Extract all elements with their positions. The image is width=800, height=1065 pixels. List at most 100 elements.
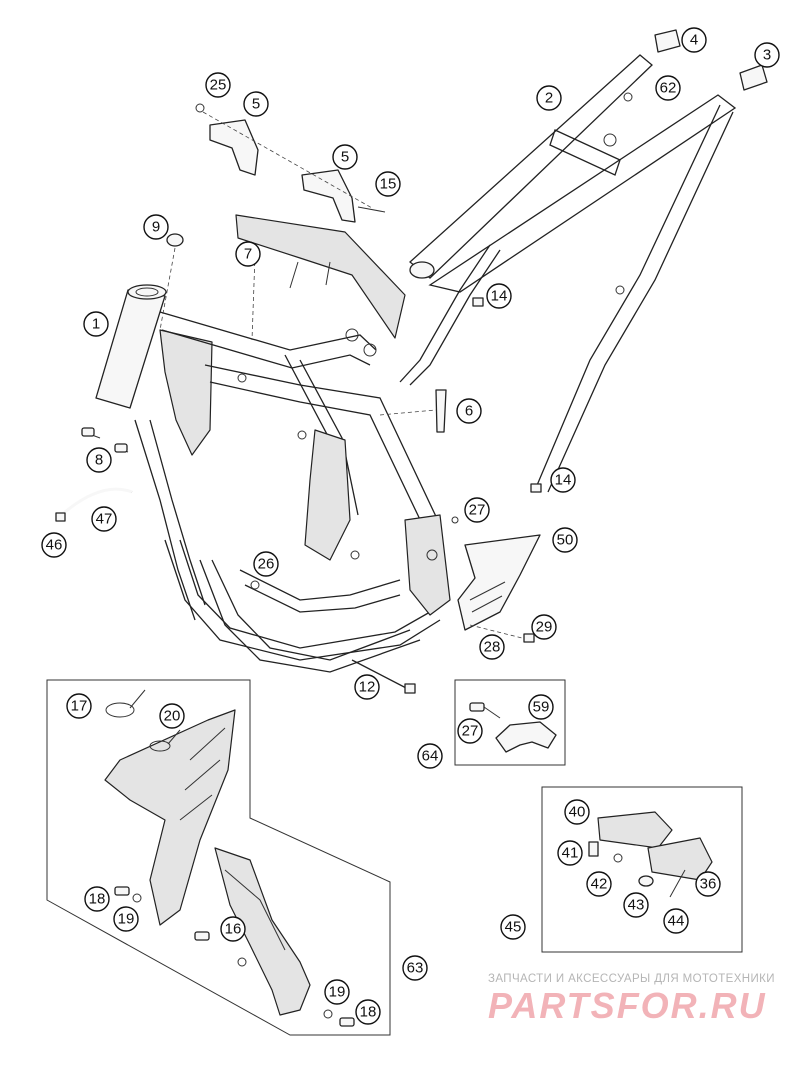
callout-47: 47 — [91, 506, 117, 532]
callout-label: 6 — [465, 403, 473, 420]
callout-1: 1 — [83, 311, 109, 337]
callout-label: 12 — [359, 679, 376, 696]
frame-protector-7 — [235, 214, 406, 339]
callout-20: 20 — [159, 703, 185, 729]
callout-40: 40 — [564, 799, 590, 825]
callout-8: 8 — [86, 447, 112, 473]
group-box-64 — [454, 679, 566, 766]
group-box-63 — [46, 679, 391, 1036]
main-frame — [95, 284, 451, 673]
callout-18a: 18 — [84, 886, 110, 912]
subframe-mount — [409, 261, 435, 279]
right-pivot-plate — [404, 514, 451, 616]
frame-gusset — [159, 329, 213, 456]
callout-7: 7 — [235, 241, 261, 267]
callout-label: 28 — [484, 639, 501, 656]
callout-3: 3 — [754, 42, 780, 68]
callout-14a: 14 — [486, 283, 512, 309]
callout-62: 62 — [655, 75, 681, 101]
callout-label: 47 — [96, 511, 113, 528]
callout-label: 64 — [422, 748, 439, 765]
callout-label: 7 — [244, 246, 252, 263]
callout-6: 6 — [456, 398, 482, 424]
callout-59: 59 — [528, 694, 554, 720]
callout-44: 44 — [663, 908, 689, 934]
callout-label: 40 — [569, 804, 586, 821]
callout-9: 9 — [143, 214, 169, 240]
callout-label: 18 — [89, 891, 106, 908]
callout-27a: 27 — [464, 497, 490, 523]
callout-17: 17 — [66, 693, 92, 719]
callout-label: 19 — [329, 984, 346, 1001]
callout-4: 4 — [681, 27, 707, 53]
callout-12: 12 — [354, 674, 380, 700]
callout-label: 3 — [763, 47, 771, 64]
callout-19a: 19 — [113, 906, 139, 932]
frame-guard-left — [104, 709, 236, 926]
callout-label: 16 — [225, 921, 242, 938]
callout-label: 20 — [164, 708, 181, 725]
callout-41: 41 — [557, 840, 583, 866]
bolt-14b — [530, 483, 542, 493]
bolt-12 — [404, 683, 416, 694]
callout-29: 29 — [531, 614, 557, 640]
guide-59 — [495, 721, 557, 753]
callout-label: 5 — [252, 96, 260, 113]
callout-label: 2 — [545, 90, 553, 107]
callout-label: 9 — [152, 219, 160, 236]
watermark-tagline: ЗАПЧАСТИ И АКСЕССУАРЫ ДЛЯ МОТОТЕХНИКИ — [488, 973, 775, 985]
callout-16: 16 — [220, 916, 246, 942]
callout-label: 46 — [46, 537, 63, 554]
callout-label: 4 — [690, 32, 698, 49]
callout-5b: 5 — [332, 144, 358, 170]
callout-label: 26 — [258, 556, 275, 573]
group-box-45 — [541, 786, 743, 953]
callout-label: 18 — [360, 1004, 377, 1021]
engine-mount-brackets — [195, 103, 386, 223]
callout-27b: 27 — [457, 718, 483, 744]
callout-label: 36 — [700, 876, 717, 893]
callout-label: 44 — [668, 913, 685, 930]
watermark-logo: PARTSFOR.RU — [488, 985, 767, 1026]
bolt-14a — [472, 297, 484, 307]
callout-label: 41 — [562, 845, 579, 862]
end-cap-4 — [654, 29, 681, 53]
callout-label: 27 — [462, 723, 479, 740]
callout-26: 26 — [253, 551, 279, 577]
callout-label: 25 — [210, 77, 227, 94]
callout-19b: 19 — [324, 979, 350, 1005]
callout-2: 2 — [536, 85, 562, 111]
callout-43: 43 — [623, 892, 649, 918]
callout-label: 14 — [491, 288, 508, 305]
callout-label: 59 — [533, 699, 550, 716]
callout-63: 63 — [402, 955, 428, 981]
callout-5a: 5 — [243, 91, 269, 117]
footrest-bracket-50 — [457, 534, 541, 631]
callout-label: 45 — [505, 919, 522, 936]
callout-14b: 14 — [550, 467, 576, 493]
callout-50: 50 — [552, 527, 578, 553]
callout-label: 43 — [628, 897, 645, 914]
callout-28: 28 — [479, 634, 505, 660]
left-pivot-plate — [304, 429, 351, 561]
callout-label: 63 — [407, 960, 424, 977]
callout-label: 29 — [536, 619, 553, 636]
rear-subframe — [399, 54, 737, 493]
callout-15: 15 — [375, 171, 401, 197]
plug-9 — [166, 233, 184, 247]
footpeg-40 — [597, 811, 673, 849]
callout-36: 36 — [695, 871, 721, 897]
callout-25: 25 — [205, 72, 231, 98]
callout-label: 19 — [118, 911, 135, 928]
callout-42: 42 — [586, 871, 612, 897]
steering-head-top — [127, 284, 167, 300]
footpeg-36 — [647, 837, 713, 881]
strap-6 — [435, 389, 447, 433]
callout-label: 5 — [341, 149, 349, 166]
callout-label: 50 — [557, 532, 574, 549]
callout-45: 45 — [500, 914, 526, 940]
callout-18b: 18 — [355, 999, 381, 1025]
callout-label: 42 — [591, 876, 608, 893]
end-cap-3 — [739, 64, 768, 91]
